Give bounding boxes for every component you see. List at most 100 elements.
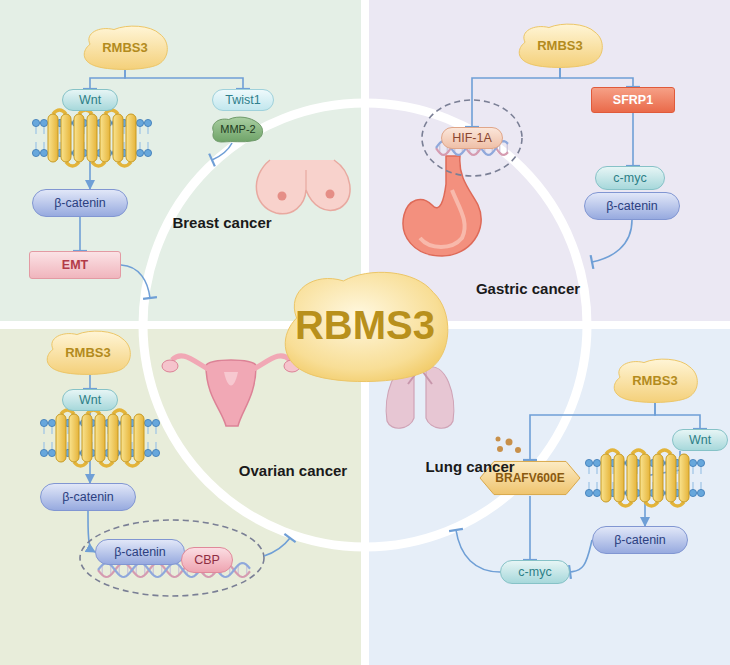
blob-shape <box>47 331 130 374</box>
molecule-dots <box>506 439 513 446</box>
receptor-symbol <box>585 450 704 506</box>
protein-pill: β-catenin <box>40 483 136 511</box>
node-text: Wnt <box>79 94 101 107</box>
receptor-symbol <box>144 149 151 156</box>
protein-pill: Twist1 <box>212 89 274 111</box>
receptor-symbol <box>40 410 159 466</box>
regulator-blob: RMBS3 <box>514 22 606 68</box>
node-text: β-catenin <box>114 546 166 559</box>
receptor-symbol <box>67 426 68 434</box>
breast-illustration <box>305 170 306 192</box>
stomach-illustration <box>403 156 481 256</box>
receptor-symbol <box>612 482 613 490</box>
node-text: β-catenin <box>62 491 114 504</box>
receptor-symbol <box>588 482 589 490</box>
receptor-symbol <box>40 449 47 456</box>
node-text: MMP-2 <box>220 124 255 135</box>
receptor-symbol <box>653 454 663 502</box>
receptor-symbol <box>95 414 105 462</box>
receptor-symbol <box>692 482 693 490</box>
central-blob: RBMS3 <box>275 267 455 383</box>
quadrant-panels <box>365 325 730 665</box>
receptor-symbol <box>82 414 92 462</box>
receptor-symbol <box>144 119 151 126</box>
receptor-symbol <box>100 462 113 466</box>
receptor-symbol <box>40 149 47 156</box>
receptor-symbol <box>48 419 55 426</box>
node-text: β-catenin <box>606 200 658 213</box>
inhibition-connector <box>632 113 634 166</box>
receptor-symbol <box>136 119 143 126</box>
receptor-symbol <box>87 114 97 162</box>
receptor-symbol <box>123 126 124 134</box>
receptor-symbol <box>74 462 87 466</box>
receptor-symbol <box>147 426 148 434</box>
receptor-symbol <box>593 489 600 496</box>
receptor-symbol <box>121 414 131 462</box>
inhibition-connector <box>89 375 91 389</box>
protein-pill: HIF-1A <box>441 127 503 149</box>
protein-pill: β-catenin <box>584 192 680 220</box>
receptor-symbol <box>697 489 704 496</box>
inhibition-leader <box>456 530 500 572</box>
receptor-symbol <box>131 442 132 450</box>
receptor-symbol <box>152 419 159 426</box>
receptor-symbol <box>585 489 592 496</box>
cancer-label: Gastric cancer <box>476 280 580 297</box>
stomach-illustration <box>420 190 465 247</box>
molecule-dots <box>515 447 521 453</box>
connector-group <box>80 68 700 572</box>
protein-pill: β-catenin <box>95 539 185 565</box>
blob-shape <box>285 272 448 381</box>
receptor-symbol <box>679 454 689 502</box>
inhibition-leader <box>212 143 232 160</box>
receptor-symbol <box>155 426 156 434</box>
receptor-symbol <box>108 414 118 462</box>
inhibition-connector <box>530 403 655 460</box>
uterus-illustration <box>206 360 256 426</box>
regulator-blob: RMBS3 <box>42 329 134 375</box>
node-text: Wnt <box>79 394 101 407</box>
cancer-label: Lung cancer <box>425 458 514 475</box>
receptor-symbol <box>131 426 132 434</box>
receptor-symbol <box>585 459 592 466</box>
receptor-symbol <box>606 450 619 454</box>
receptor-symbol <box>152 449 159 456</box>
receptor-symbol <box>74 114 84 162</box>
receptor-symbol <box>155 442 156 450</box>
receptor-symbol <box>113 410 126 414</box>
node-text: c-myc <box>613 172 646 185</box>
receptor-symbol <box>666 454 676 502</box>
node-text: β-catenin <box>54 197 106 210</box>
receptor-symbol <box>593 459 600 466</box>
white-dividers <box>143 103 587 547</box>
breast-illustration <box>256 160 350 214</box>
inhibition-connector <box>560 68 633 87</box>
regulator-blob: RMBS3 <box>609 357 701 403</box>
breast-illustration <box>256 160 350 214</box>
uterus-illustration <box>162 356 300 426</box>
receptor-symbol <box>51 442 52 450</box>
receptor-symbol <box>59 126 60 134</box>
protein-pill: β-catenin <box>592 526 688 554</box>
inhibition-connector <box>90 70 125 89</box>
node-text: β-catenin <box>614 534 666 547</box>
process-box: EMT <box>29 251 121 279</box>
receptor-symbol <box>61 114 71 162</box>
quadrant-panels <box>0 0 365 325</box>
receptor-symbol <box>43 442 44 450</box>
receptor-symbol <box>139 142 140 150</box>
receptor-symbol <box>126 462 139 466</box>
receptor-symbol <box>671 502 684 506</box>
inhibition-leader <box>121 265 150 298</box>
receptor-symbol <box>32 149 39 156</box>
receptor-symbol <box>689 459 696 466</box>
receptor-symbol <box>126 114 136 162</box>
receptor-symbol <box>676 466 677 474</box>
ligand-pill: Wnt <box>62 89 118 111</box>
node-text: RMBS3 <box>632 374 678 387</box>
receptor-symbol <box>32 110 151 166</box>
